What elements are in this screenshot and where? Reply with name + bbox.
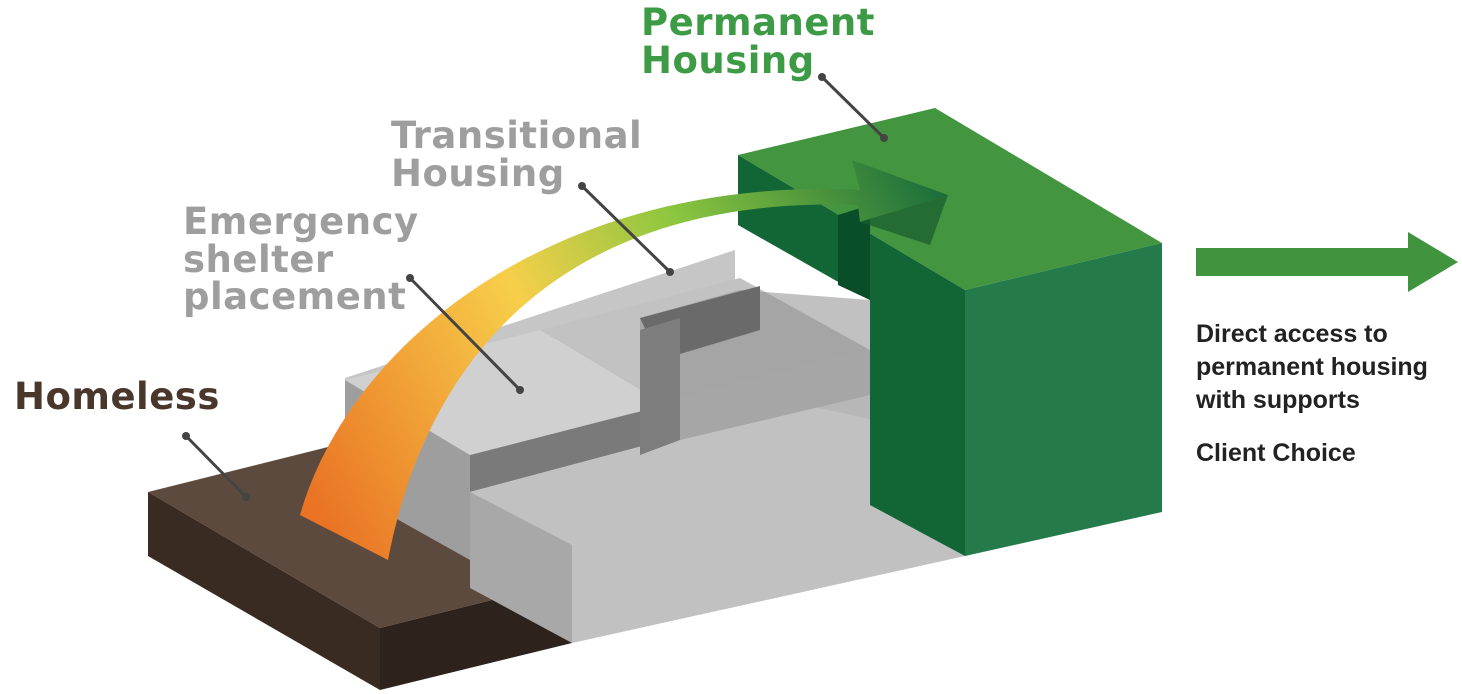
client-choice-label: Client Choice [1196, 437, 1356, 470]
direct-access-note: Direct access to permanent housing with … [1196, 318, 1428, 417]
transitional-label-line-1: Transitional [391, 114, 643, 157]
emergency-label-line-1: Emergency [183, 200, 419, 243]
direct-access-line-2: permanent housing [1196, 353, 1428, 381]
client-choice-text: Client Choice [1196, 439, 1356, 467]
right-arrow [1196, 232, 1458, 292]
direct-access-line-1: Direct access to [1196, 320, 1388, 348]
emergency-label-line-2: shelter [183, 237, 334, 281]
progress-arc-arrow [300, 160, 948, 560]
emergency-shelter-label: Emergency shelter placement [183, 203, 419, 316]
transitional-housing-label: Transitional Housing [391, 117, 642, 192]
direct-access-line-3: with supports [1196, 386, 1360, 414]
transitional-label-line-2: Housing [391, 151, 565, 195]
permanent-housing-label: Permanent Housing [641, 4, 875, 79]
permanent-label-line-1: Permanent [641, 1, 875, 44]
homeless-label-line: Homeless [14, 375, 220, 418]
emergency-label-line-3: placement [183, 275, 407, 319]
homeless-label: Homeless [14, 378, 220, 416]
permanent-housing-block [738, 108, 1162, 556]
leader-lines [182, 73, 888, 501]
permanent-label-line-2: Housing [641, 38, 815, 82]
